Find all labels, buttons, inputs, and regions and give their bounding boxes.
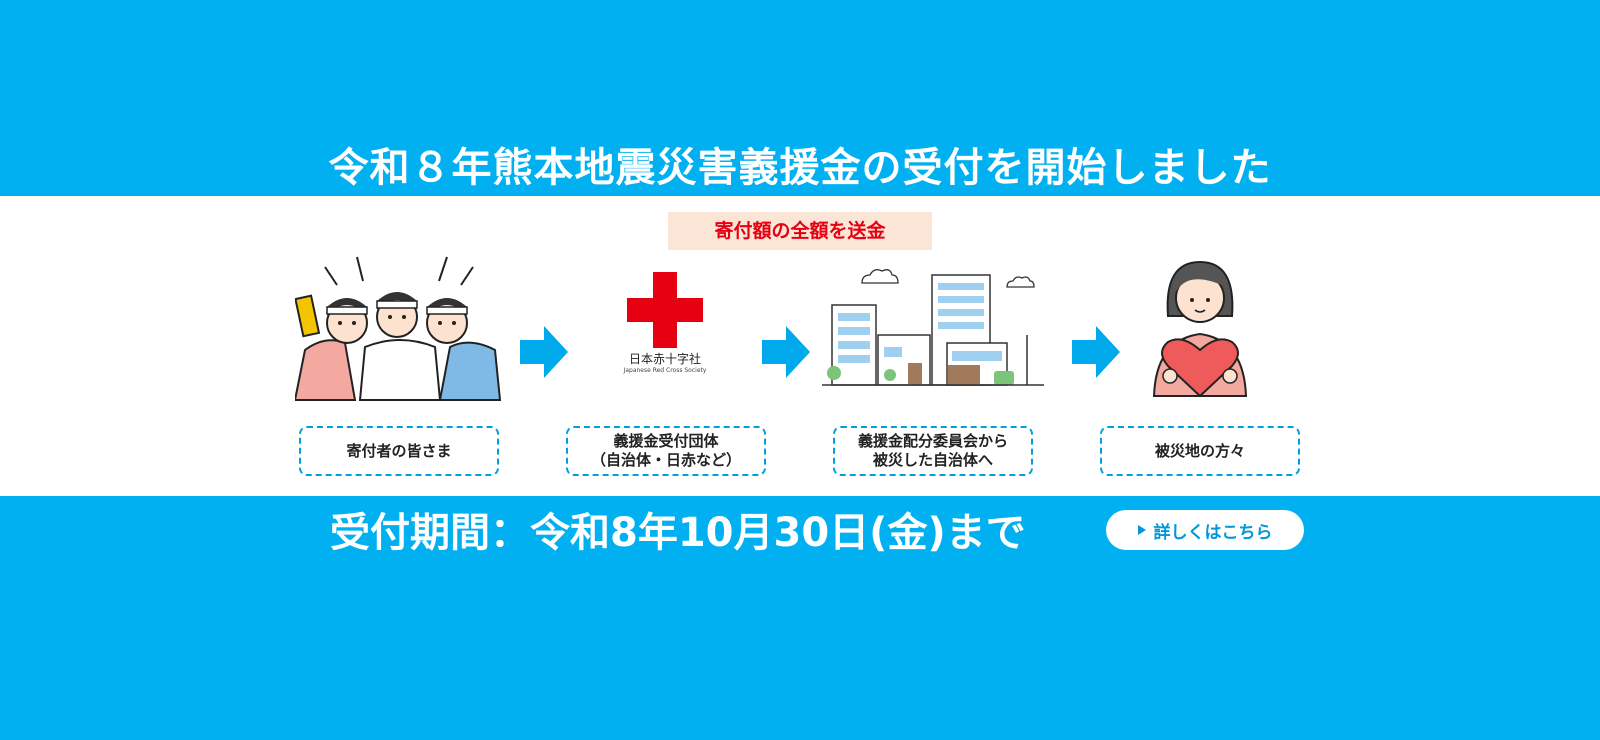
buildings-illustration (822, 269, 1044, 386)
acceptance-period: 受付期間：令和8年10月30日(金)まで (330, 510, 1026, 556)
arrow-right-icon (762, 326, 810, 378)
jrc-name-jp: 日本赤十字社 (628, 352, 701, 366)
red-cross-icon (627, 272, 703, 348)
play-triangle-icon (1137, 525, 1146, 535)
step-label-victims: 被災地の方々 (1100, 426, 1300, 476)
donors-illustration (295, 256, 502, 401)
full-amount-note: 寄付額の全額を送金 (668, 212, 932, 250)
step-label-donors: 寄付者の皆さま (299, 426, 499, 476)
details-button-label: 詳しくはこちら (1153, 522, 1273, 543)
step-label-allocation-committee: 義援金配分委員会から 被災した自治体へ (833, 426, 1033, 476)
arrow-right-icon (1072, 326, 1120, 378)
details-button[interactable]: 詳しくはこちら (1106, 510, 1304, 550)
step-label-receiving-org: 義援金受付団体 （自治体・日赤など） (566, 426, 766, 476)
person-heart-illustration (1152, 260, 1248, 398)
red-cross-logo: 日本赤十字社 Japanese Red Cross Society (610, 272, 720, 384)
jrc-name-en: Japanese Red Cross Society (623, 367, 707, 374)
page-title: 令和８年熊本地震災害義援金の受付を開始しました (328, 145, 1272, 191)
arrow-right-icon (520, 326, 568, 378)
